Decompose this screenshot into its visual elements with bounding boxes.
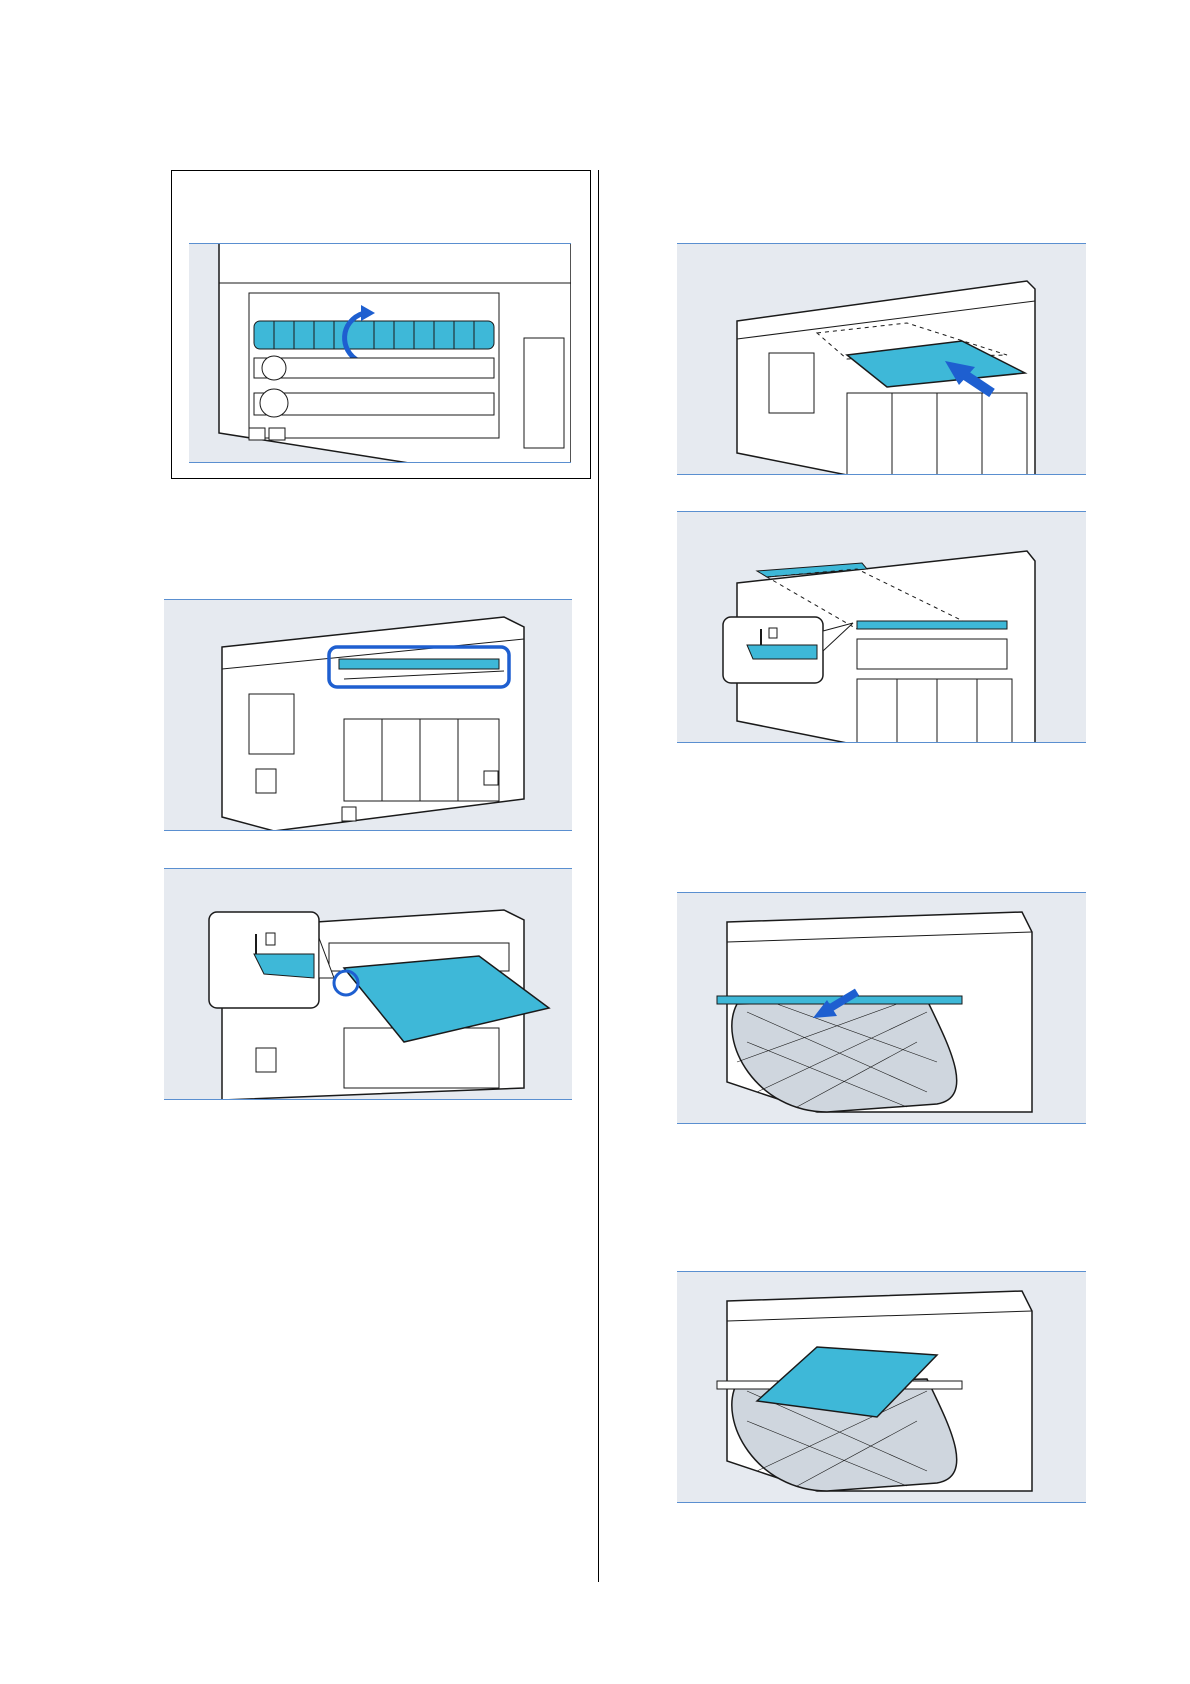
printer-rail-illustration <box>164 599 572 831</box>
figure-sheet-insert-top <box>677 511 1086 743</box>
figure-frame <box>171 170 591 479</box>
basket-with-paper-illustration <box>677 1271 1086 1503</box>
guide-rail <box>339 659 499 669</box>
basket-pull-out-illustration <box>677 892 1086 1124</box>
column-divider <box>598 170 599 1582</box>
feed-slot <box>857 621 1007 629</box>
roller-blue <box>254 321 494 349</box>
figure-platen-rollers <box>189 243 571 463</box>
sheet-insert-top-illustration <box>677 511 1086 743</box>
sheet-insert-front-illustration <box>677 243 1086 475</box>
figure-sheet-insert-front <box>677 243 1086 475</box>
figure-paper-guide-rail <box>164 599 572 831</box>
figure-basket-with-paper <box>677 1271 1086 1503</box>
figure-sheet-alignment-mark <box>164 868 572 1100</box>
platen-illustration <box>189 243 571 463</box>
figure-basket-pull-out <box>677 892 1086 1124</box>
sheet-alignment-illustration <box>164 868 572 1100</box>
zoom-callout <box>209 912 334 1008</box>
